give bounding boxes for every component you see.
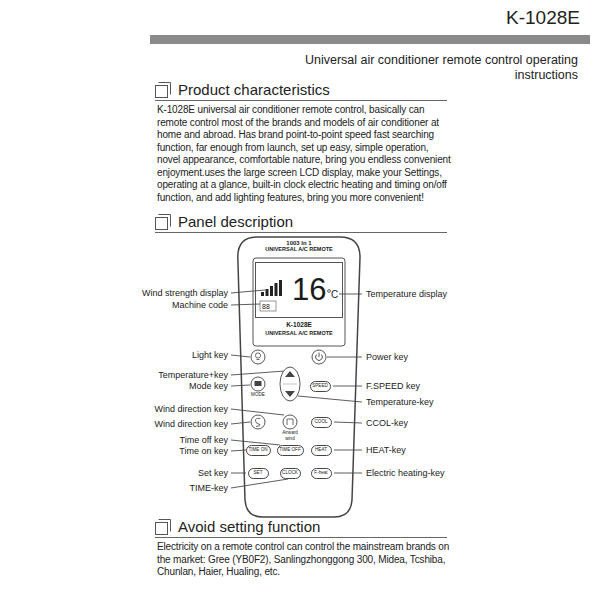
callout-label: HEAT-key [366,444,406,456]
section-heading: Panel description [155,213,447,233]
callout-label: Wind strength display [142,287,228,299]
callout-label: Machine code [172,299,228,311]
remote-name: UNIVERSAL A/C REMOTE [237,247,361,253]
callout-label: Temperature+key [158,369,228,381]
leader-line [231,385,250,386]
leader-line [231,290,265,293]
leader-line [334,422,362,423]
button-label: CLOCK [282,470,298,476]
callout-label: Mode key [189,380,228,392]
leader-line [231,479,288,488]
callout-label: Temperature display [366,288,447,300]
button-caption: Airward wind [277,430,303,441]
callout-label: Electric heating-key [366,467,445,479]
callout-label: F.SPEED key [366,380,420,392]
heat-button: HEAT [311,445,332,456]
header-bar [150,35,590,44]
button-label: F-heat [314,470,327,476]
callout-label: TIME-key [189,482,228,494]
heading-icon [155,519,172,536]
time-on-button: TIME ON [246,445,271,456]
leader-line [231,422,250,424]
body-paragraph: K-1028E universal air conditioner remote… [157,104,451,204]
leader-lines [231,290,362,488]
page-title: K-1028E [506,6,580,30]
leader-line [298,396,362,402]
callout-label: Time off key [179,434,228,446]
button-label: TIME OFF [279,447,300,453]
machine-code: 88 [262,303,270,310]
callout-label: Temperature-key [366,396,434,408]
electric-heat-button: F-heat [311,468,332,479]
subtitle: Universal air conditioner remote control… [288,53,578,83]
remote-name: UNIVERSAL A/C REMOTE [237,331,361,337]
remote-body: 1003 In 1UNIVERSAL A/C REMOTEK-1028EUNIV… [237,236,361,518]
clock-button: CLOCK [280,468,301,479]
time-off-button: TIME OFF [277,445,304,456]
callout-label: Power key [366,351,408,363]
button-label: TIME ON [248,447,267,453]
section-heading: Product characteristics [155,81,447,101]
button-label: COOL [314,419,327,425]
leader-line [231,371,285,375]
set-button: SET [248,468,269,479]
callout-label: CCOL-key [366,417,408,429]
heading-text: Avoid setting function [178,518,320,536]
callout-label: Set key [198,467,228,479]
callout-label: Light key [192,349,228,361]
unit-symbol: C [331,290,338,300]
callout-label: Wind direction key [154,403,228,415]
callout-label: Wind direction key [154,418,228,430]
speed-button: SPEED [310,381,331,392]
heading-icon [155,82,172,99]
heading-text: Product characteristics [178,81,330,99]
section-heading: Avoid setting function [155,518,447,538]
heading-icon [155,214,172,231]
leader-line [333,386,362,387]
model-count: 1003 In 1 [237,240,361,246]
leader-line [231,409,284,415]
button-label: SPEED [312,383,328,389]
leader-line [334,450,362,451]
heading-text: Panel description [178,213,293,231]
button-label: HEAT [315,447,327,453]
cool-button: COOL [311,417,332,428]
button-label: SET [254,470,263,476]
leader-line [334,473,362,474]
temperature-digits: 16 [292,274,326,305]
model-number: K-1028E [237,322,361,329]
lcd-screen: 16C 88 [255,262,343,318]
body-paragraph: Electricity on a remote control can cont… [157,541,451,579]
callout-label: Time on key [179,445,228,457]
button-caption: MODE [248,392,268,398]
